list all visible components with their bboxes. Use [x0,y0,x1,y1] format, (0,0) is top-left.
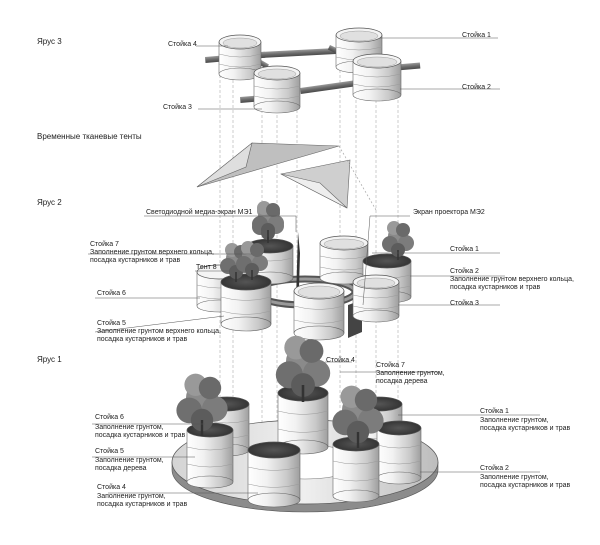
t1-column2-line1: Заполнение грунтом, [480,474,549,481]
t2-column7-line2: посадка кустарников и трав [90,257,181,264]
t2-column3-label: Стойка 3 [450,300,479,307]
t1-column6-line2: посадка кустарников и трав [95,432,186,439]
t1-column4-top-label: Стойка 4 [326,357,355,364]
t2-column5-title: Стойка 5 [97,320,126,327]
t3-column2-label: Стойка 2 [462,84,491,91]
t1-column4-title: Стойка 4 [97,484,126,491]
tier2-structure [88,200,505,341]
t2-column2-line2: посадка кустарников и трав [450,284,541,291]
fabric-tents [196,142,377,211]
t1-column5-title: Стойка 5 [95,448,124,455]
tier1-heading: Ярус 1 [37,355,62,364]
t2-column5-line2: посадка кустарников и трав [97,336,188,343]
t1-column5-line2: посадка дерева [95,465,147,472]
t2-column7-title: Стойка 7 [90,241,119,248]
t2-column5-line1: Заполнение грунтом верхнего кольца, [97,328,221,335]
t3-column4-label: Стойка 4 [168,41,197,48]
t1-column6-title: Стойка 6 [95,414,124,421]
t1-column2-line2: посадка кустарников и трав [480,482,571,489]
t2-tent-label: Тент 8 [196,264,217,271]
t2-column7-line1: Заполнение грунтом верхнего кольца, [90,249,214,256]
tier3-heading: Ярус 3 [37,37,62,46]
t1-column5-line1: Заполнение грунтом, [95,457,164,464]
t1-column1-line1: Заполнение грунтом, [480,417,549,424]
tier3-structure [196,27,500,114]
t1-column7-line2: посадка дерева [376,378,428,385]
t1-column1-line2: посадка кустарников и трав [480,425,571,432]
t3-column3-label: Стойка 3 [163,104,192,111]
t2-column2-title: Стойка 2 [450,268,479,275]
t2-column6-label: Стойка 6 [97,290,126,297]
t2-column2-line1: Заполнение грунтом верхнего кольца, [450,276,574,283]
tier1-structure [92,334,540,513]
t1-column7-line1: Заполнение грунтом, [376,370,445,377]
t2-column1-label: Стойка 1 [450,246,479,253]
t1-column1-title: Стойка 1 [480,408,509,415]
t1-column7-title: Стойка 7 [376,362,405,369]
t1-column2-title: Стойка 2 [480,465,509,472]
t2-screen2-label: Экран проектора МЭ2 [413,209,485,216]
tier2-heading: Ярус 2 [37,198,62,207]
t1-column6-line1: Заполнение грунтом, [95,424,164,431]
t1-column4-line1: Заполнение грунтом, [97,493,166,500]
t3-column1-label: Стойка 1 [462,32,491,39]
tents-heading: Временные тканевые тенты [37,132,142,141]
t1-column4-line2: посадка кустарников и трав [97,501,188,508]
t2-screen1-label: Светодиодной медиа-экран МЭ1 [146,209,253,216]
